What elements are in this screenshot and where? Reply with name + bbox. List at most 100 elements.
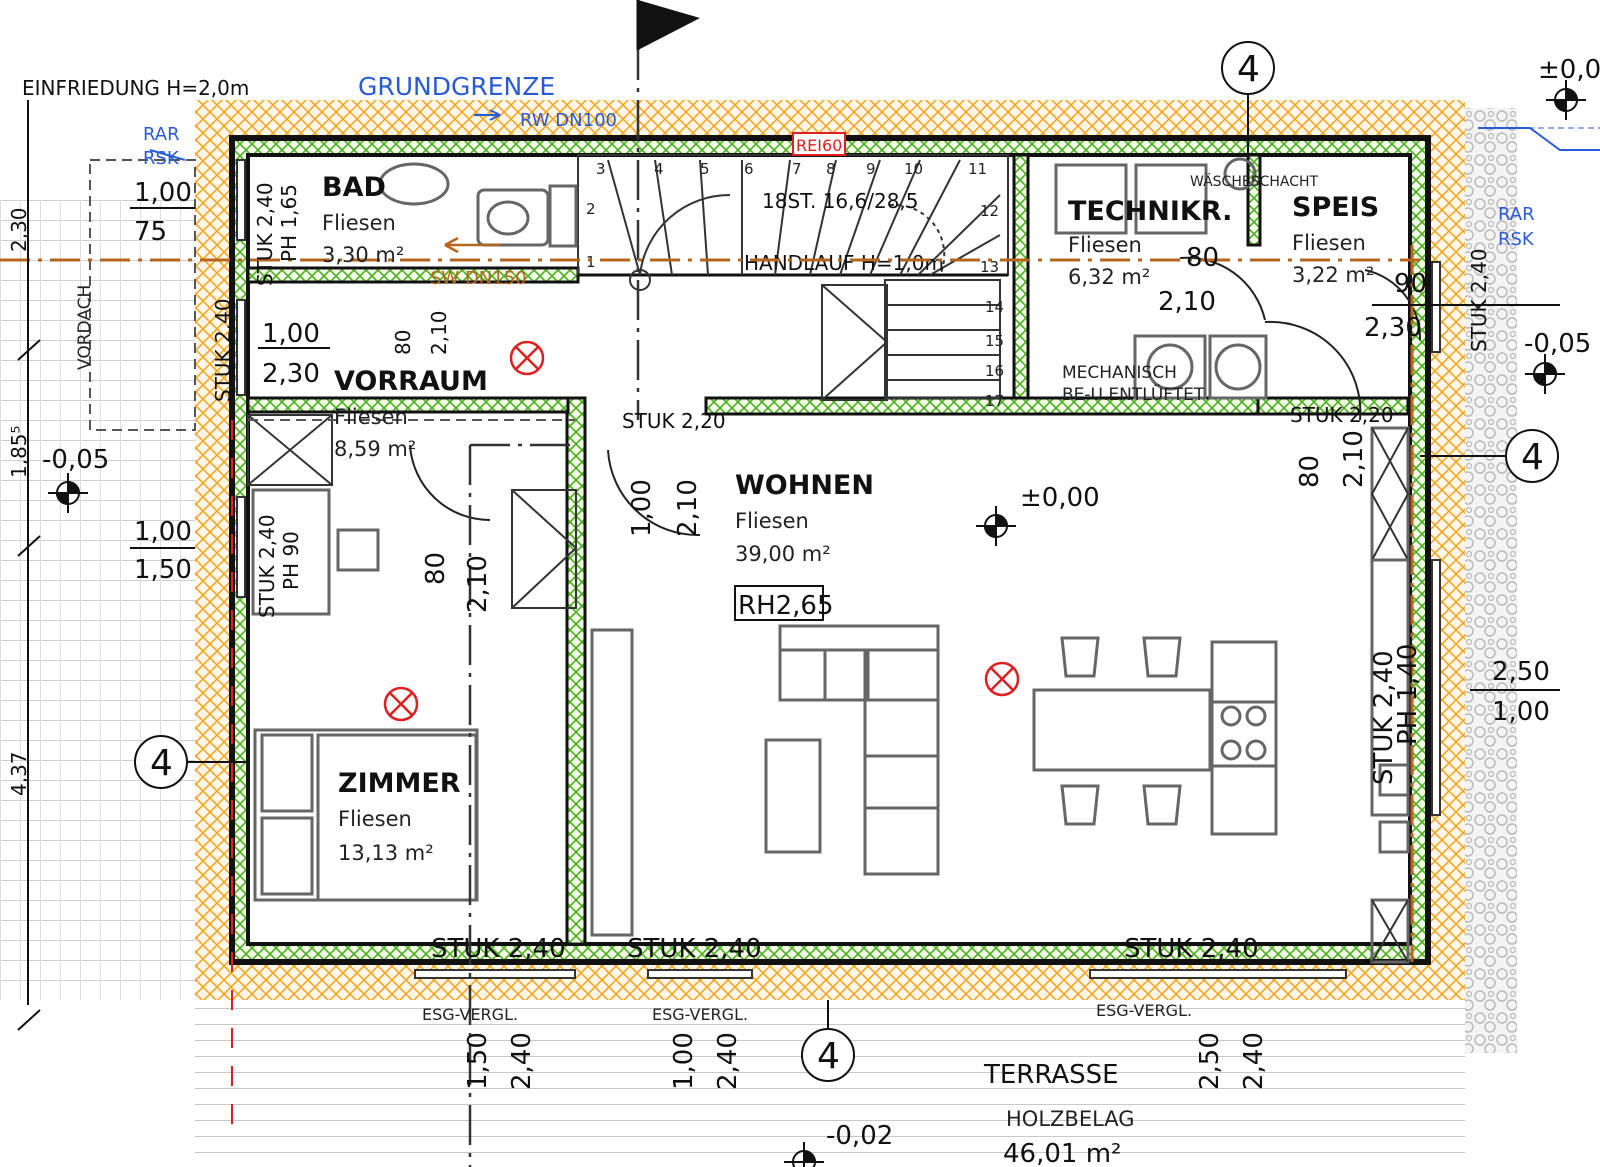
stair-step-6: 6 (744, 160, 754, 178)
rei-label: REI60 (796, 136, 842, 155)
rei-box (792, 132, 846, 156)
stair-step-12: 12 (980, 202, 999, 220)
stair-step-4: 4 (654, 160, 664, 178)
partition-vorraum-wohnen (565, 396, 587, 946)
dim-east-door-h: 2,10 (1339, 430, 1369, 488)
room-technik-floor: Fliesen (1068, 233, 1142, 257)
note-mech2: BE-U.ENTLÜFTET (1062, 383, 1205, 405)
stair-step-17: 17 (985, 392, 1004, 410)
living-furniture (590, 624, 1278, 937)
stair-step-3: 3 (596, 160, 606, 178)
dim-stuk-220b: STUK 2,20 (1290, 403, 1394, 427)
stair-step-11: 11 (968, 160, 987, 178)
room-terrasse-name: TERRASSE (983, 1060, 1119, 1090)
shaft-boxes (511, 284, 889, 609)
stair-step-13: 13 (980, 258, 999, 276)
room-wohnen-rh: RH2,65 (738, 591, 834, 621)
note-rar-right1: RAR (1498, 204, 1535, 225)
dashed-lines (89, 159, 575, 431)
dim-left-230: 2,30 (7, 207, 31, 252)
dim-wohn-door-h: 2,10 (673, 479, 703, 537)
dim-bad-stuk: STUK 2,40 (253, 182, 277, 286)
axis-bubble-right (1420, 429, 1559, 483)
axis-bubble-right-label: 4 (1521, 437, 1544, 478)
room-wohnen-name: WOHNEN (735, 470, 874, 501)
dim-vor-win-w: 1,00 (262, 319, 320, 349)
room-zimmer-name: ZIMMER (338, 768, 461, 799)
rw-label: RW DN100 (520, 110, 617, 131)
note-esg2: ESG-VERGL. (652, 1005, 748, 1024)
partition-bad (246, 266, 580, 284)
door-swings (409, 256, 1422, 537)
dim-bad-ph: PH 1,65 (277, 184, 301, 262)
partition-speis (1246, 153, 1262, 247)
dim-zim-win-h: 1,50 (134, 555, 192, 585)
kitchen-row (1370, 426, 1410, 964)
dim-south-d3-w: 2,50 (1195, 1032, 1225, 1090)
dim-zim-door-h: 2,10 (463, 555, 493, 613)
dim-vor-door-h: 2,10 (427, 310, 451, 355)
dimension-fraction-lines (130, 207, 1560, 691)
stair-step-15: 15 (985, 332, 1004, 350)
sw-label: SW DN150 (430, 268, 527, 289)
note-waescheschacht: WÄSCHESCHACHT (1190, 172, 1319, 190)
pipes (0, 109, 1600, 1140)
room-vorraum-area: 8,59 m² (334, 437, 416, 461)
level-wohnen: ±0,00 (1020, 483, 1100, 513)
rh-box (734, 585, 824, 621)
dim-east-door-w: 80 (1295, 455, 1325, 488)
partition-speis-east (1256, 396, 1410, 416)
stair-step-10: 10 (904, 160, 923, 178)
room-technik-name: TECHNIKR. (1068, 196, 1232, 227)
dim-tech-door-w: 80 (1186, 243, 1219, 273)
room-speis-area: 3,22 m² (1292, 263, 1374, 287)
note-esg3: ESG-VERGL. (1096, 1001, 1192, 1020)
room-terrasse-area: 46,01 m² (1003, 1139, 1121, 1167)
dim-left-185: 1,85⁵ (7, 425, 31, 478)
dim-kitchen-win-h: 1,00 (1492, 697, 1550, 727)
stair-step-8: 8 (826, 160, 836, 178)
technik-equipment (1054, 157, 1268, 400)
partition-zimmer-top (246, 396, 570, 414)
level-right: -0,05 (1524, 329, 1591, 359)
dim-south-stuk1: STUK 2,40 (431, 934, 566, 964)
zimmer-furniture (251, 488, 479, 902)
level-left: -0,05 (42, 445, 109, 475)
gravel-strip (1465, 108, 1517, 1053)
smoke-detectors (383, 340, 1020, 722)
level-markers (48, 80, 1586, 1167)
stair-spec: 18ST. 16,6/28,5 (762, 189, 919, 213)
room-speis-floor: Fliesen (1292, 231, 1366, 255)
room-zimmer-floor: Fliesen (338, 807, 412, 831)
note-vordach: VORDACH (75, 285, 95, 370)
level-terrasse: -0,02 (826, 1121, 893, 1151)
stair-step-16: 16 (985, 362, 1004, 380)
level-top-right: ±0,0 (1538, 55, 1600, 85)
dim-bad-win-h: 75 (134, 217, 167, 247)
note-esg1: ESG-VERGL. (422, 1005, 518, 1024)
room-vorraum-floor: Fliesen (334, 405, 408, 429)
dim-vor-win-h: 2,30 (262, 359, 320, 389)
dim-zim-door-w: 80 (421, 552, 451, 585)
note-rar-right2: RSK (1498, 229, 1535, 250)
dim-vor-door-w: 80 (391, 330, 415, 355)
dim-zim-win-w: 1,00 (134, 517, 192, 547)
note-rar-left2: RSK (143, 148, 180, 169)
axis-bubble-left-label: 4 (150, 743, 173, 784)
axis-bubble-top (1221, 41, 1275, 160)
stair-step-7: 7 (792, 160, 802, 178)
dim-south-stuk3: STUK 2,40 (1124, 934, 1259, 964)
dim-kitchen-win-w: 2,50 (1492, 657, 1550, 687)
room-terrasse-floor: HOLZBELAG (1006, 1107, 1135, 1131)
stair-step-2: 2 (586, 200, 596, 218)
dim-south-d3-h: 2,40 (1239, 1032, 1269, 1090)
room-wohnen-area: 39,00 m² (735, 542, 831, 566)
room-wohnen-floor: Fliesen (735, 509, 809, 533)
dim-south-d2-w: 1,00 (669, 1032, 699, 1090)
partition-technik (1012, 153, 1030, 400)
room-bad-area: 3,30 m² (322, 243, 404, 267)
stair-step-1: 1 (586, 253, 596, 271)
dim-speis-door-h: 2,30 (1364, 313, 1422, 343)
dim-kitchen-ph: PH 1,40 (1393, 644, 1423, 745)
